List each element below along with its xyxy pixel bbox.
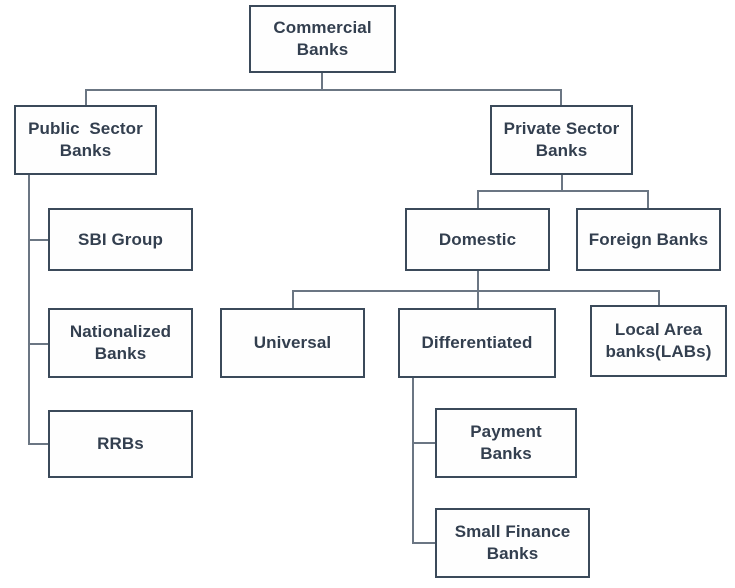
stem-commercial-down [321,73,323,91]
drop-private-sector [560,89,562,107]
node-label-universal: Universal [253,333,332,353]
stem-public-down [28,175,30,444]
node-label-local-area-banks: Local Area banks(LABs) [605,320,712,361]
node-commercial-banks[interactable]: Commercial Banks [249,5,396,73]
node-differentiated[interactable]: Differentiated [398,308,556,378]
node-small-finance-banks[interactable]: Small Finance Banks [435,508,590,578]
drop-differentiated [477,290,479,309]
node-label-private-sector-banks: Private Sector Banks [503,119,620,160]
node-label-nationalized-banks: Nationalized Banks [69,322,172,363]
node-foreign-banks[interactable]: Foreign Banks [576,208,721,271]
node-label-differentiated: Differentiated [421,333,533,353]
node-local-area-banks[interactable]: Local Area banks(LABs) [590,305,727,377]
stub-nationalized [28,343,50,345]
node-private-sector-banks[interactable]: Private Sector Banks [490,105,633,175]
drop-domestic [477,190,479,209]
node-sbi-group[interactable]: SBI Group [48,208,193,271]
node-domestic[interactable]: Domestic [405,208,550,271]
bus-domestic [292,290,660,292]
node-payment-banks[interactable]: Payment Banks [435,408,577,478]
drop-public-sector [85,89,87,107]
node-label-commercial-banks: Commercial Banks [273,18,372,59]
drop-lab [658,290,660,307]
node-label-sbi-group: SBI Group [78,229,163,249]
stub-payment [412,442,437,444]
node-label-domestic: Domestic [438,229,517,249]
stem-private-down [561,175,563,191]
node-nationalized-banks[interactable]: Nationalized Banks [48,308,193,378]
drop-foreign [647,190,649,209]
node-label-rrbs: RRBs [97,434,144,454]
drop-universal [292,290,294,309]
stub-small-finance [412,542,437,544]
node-label-payment-banks: Payment Banks [470,422,542,463]
node-universal[interactable]: Universal [220,308,365,378]
node-label-foreign-banks: Foreign Banks [588,229,709,249]
stem-domestic-down [477,271,479,291]
node-public-sector-banks[interactable]: Public Sector Banks [14,105,157,175]
bus-commercial [85,89,562,91]
node-label-small-finance-banks: Small Finance Banks [454,522,571,563]
stem-diff-down [412,378,414,543]
bus-private [477,190,649,192]
node-label-public-sector-banks: Public Sector Banks [28,119,143,160]
stub-rrbs [28,443,50,445]
stub-sbi [28,239,50,241]
node-rrbs[interactable]: RRBs [48,410,193,478]
